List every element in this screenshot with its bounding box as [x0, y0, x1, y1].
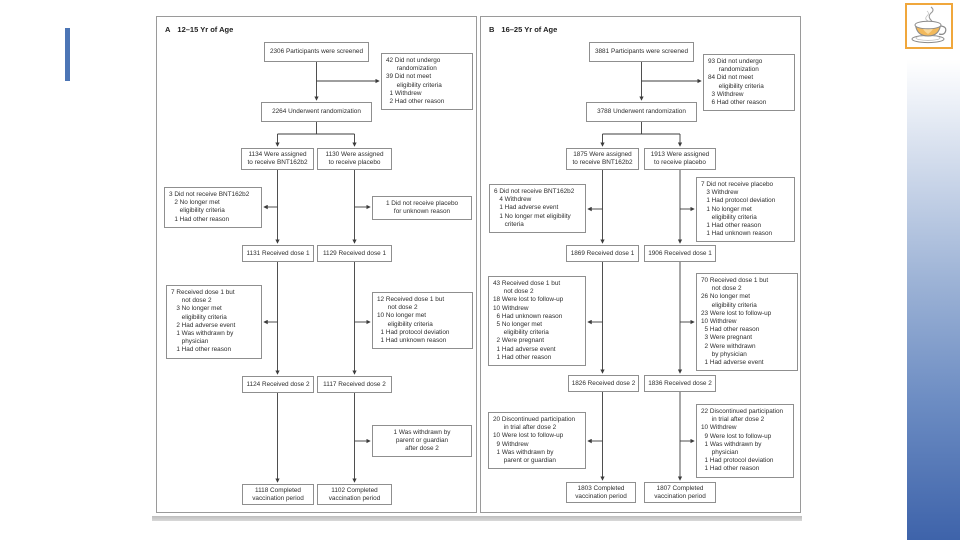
flow-box-b-not-received-placebo: 7 Did not receive placebo 3 Withdrew 1 H… [696, 177, 795, 243]
flow-box-a-assigned-placebo: 1130 Were assigned to receive placebo [317, 148, 392, 170]
flow-box-a-missed-dose2-bnt162b2: 7 Received dose 1 but not dose 2 3 No lo… [166, 285, 262, 359]
left-accent-bar [65, 28, 70, 81]
flow-box-a-assigned-bnt162b2: 1134 Were assigned to receive BNT162b2 [241, 148, 314, 170]
flow-box-a-not-received-placebo: 1 Did not receive placebo for unknown re… [372, 196, 472, 220]
panel-a-letter: A [165, 25, 171, 34]
coffee-cup-icon [911, 6, 947, 44]
flow-box-b-assigned-placebo: 1913 Were assigned to receive placebo [644, 148, 716, 170]
panel-a-age-range: 12–15 Yr of Age [177, 25, 234, 34]
flow-box-a-randomized: 2264 Underwent randomization [261, 102, 372, 122]
flow-box-b-completed-bnt162b2: 1803 Completed vaccination period [566, 482, 636, 503]
flow-box-a-dose2-placebo: 1117 Received dose 2 [317, 376, 392, 393]
flow-box-b-dose1-placebo: 1906 Received dose 1 [644, 245, 716, 262]
coffee-logo-frame [905, 3, 953, 49]
flow-box-b-missed-dose2-bnt162b2: 43 Received dose 1 but not dose 2 18 Wer… [488, 276, 586, 366]
flow-box-b-missed-dose2-placebo: 70 Received dose 1 but not dose 2 26 No … [696, 273, 798, 372]
panel-b-age-range: 16–25 Yr of Age [501, 25, 558, 34]
flow-box-a-completed-bnt162b2: 1118 Completed vaccination period [242, 484, 314, 505]
flow-box-b-assigned-bnt162b2: 1875 Were assigned to receive BNT162b2 [566, 148, 639, 170]
flow-box-a-not-received-bnt162b2: 3 Did not receive BNT162b2 2 No longer m… [164, 187, 262, 228]
flow-box-b-discontinued-placebo: 22 Discontinued participation in trial a… [696, 404, 794, 478]
panel-b-letter: B [489, 25, 495, 34]
flow-box-b-completed-placebo: 1807 Completed vaccination period [644, 482, 716, 503]
flow-box-b-randomized: 3788 Underwent randomization [586, 102, 697, 122]
right-gradient-bar [907, 0, 960, 540]
flow-box-a-not-randomized: 42 Did not undergo randomization 39 Did … [381, 53, 473, 111]
flow-box-b-not-randomized: 93 Did not undergo randomization 84 Did … [703, 54, 795, 112]
flow-box-a-screened: 2306 Participants were screened [264, 42, 369, 62]
flow-box-b-discontinued-bnt162b2: 20 Discontinued participation in trial a… [488, 412, 586, 470]
flow-box-b-screened: 3881 Participants were screened [589, 42, 694, 62]
flow-box-b-dose1-bnt162b2: 1869 Received dose 1 [566, 245, 639, 262]
flow-box-a-completed-placebo: 1102 Completed vaccination period [317, 484, 392, 505]
panel-a-title: A 12–15 Yr of Age [165, 25, 233, 34]
panel-b-title: B 16–25 Yr of Age [489, 25, 557, 34]
flow-panel-b: B 16–25 Yr of Age [480, 16, 801, 513]
flow-box-b-not-received-bnt162b2: 6 Did not receive BNT162b2 4 Withdrew 1 … [489, 184, 586, 233]
flow-box-a-missed-dose2-placebo: 12 Received dose 1 but not dose 2 10 No … [372, 292, 473, 350]
flow-box-b-dose2-placebo: 1836 Received dose 2 [644, 375, 716, 392]
flow-box-a-dose1-bnt162b2: 1131 Received dose 1 [242, 245, 314, 262]
flow-box-b-dose2-bnt162b2: 1826 Received dose 2 [568, 375, 639, 392]
figure-drop-shadow [152, 516, 802, 521]
flow-box-a-dose1-placebo: 1129 Received dose 1 [317, 245, 392, 262]
flow-box-a-withdrawn-after-dose2: 1 Was withdrawn by parent or guardian af… [372, 425, 472, 457]
flow-box-a-dose2-bnt162b2: 1124 Received dose 2 [242, 376, 314, 393]
